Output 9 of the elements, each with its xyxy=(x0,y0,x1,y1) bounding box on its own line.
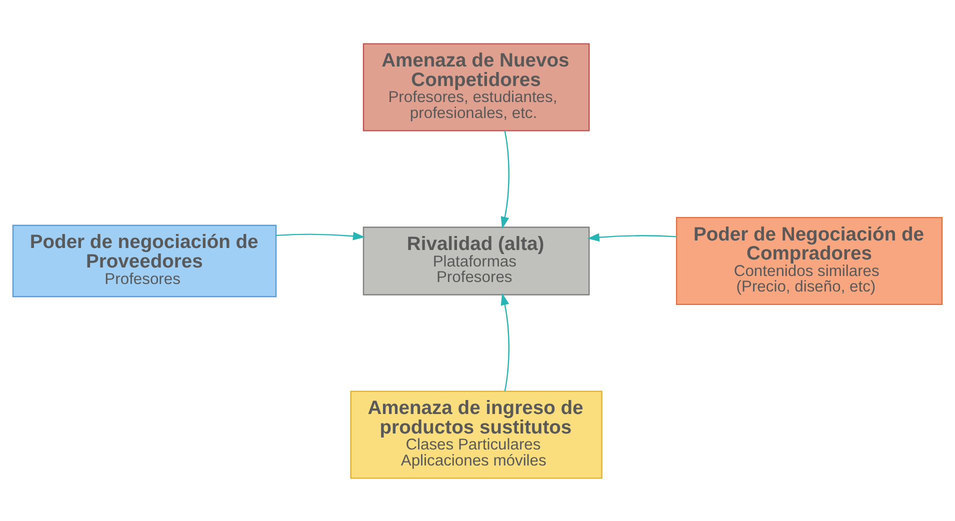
arrow xyxy=(587,232,676,242)
arrow xyxy=(500,130,510,228)
node-box: Amenaza de ingreso de productos sustitutos Clases Particulares Aplicaciones móviles xyxy=(350,390,602,478)
node-box: Rivalidad (alta) Plataformas Profesores xyxy=(362,226,590,295)
arrow xyxy=(276,231,366,240)
node-box: Poder de Negociación de Compradores Contenidos similares (Precio, diseño, etc) xyxy=(676,216,943,305)
node-box: Amenaza de Nuevos Competidores Profesores, estudiantes, profesionales, etc. xyxy=(362,42,590,131)
node-box: Poder de negociación de Proveedores Profesores xyxy=(12,224,277,297)
arrow xyxy=(500,292,510,391)
